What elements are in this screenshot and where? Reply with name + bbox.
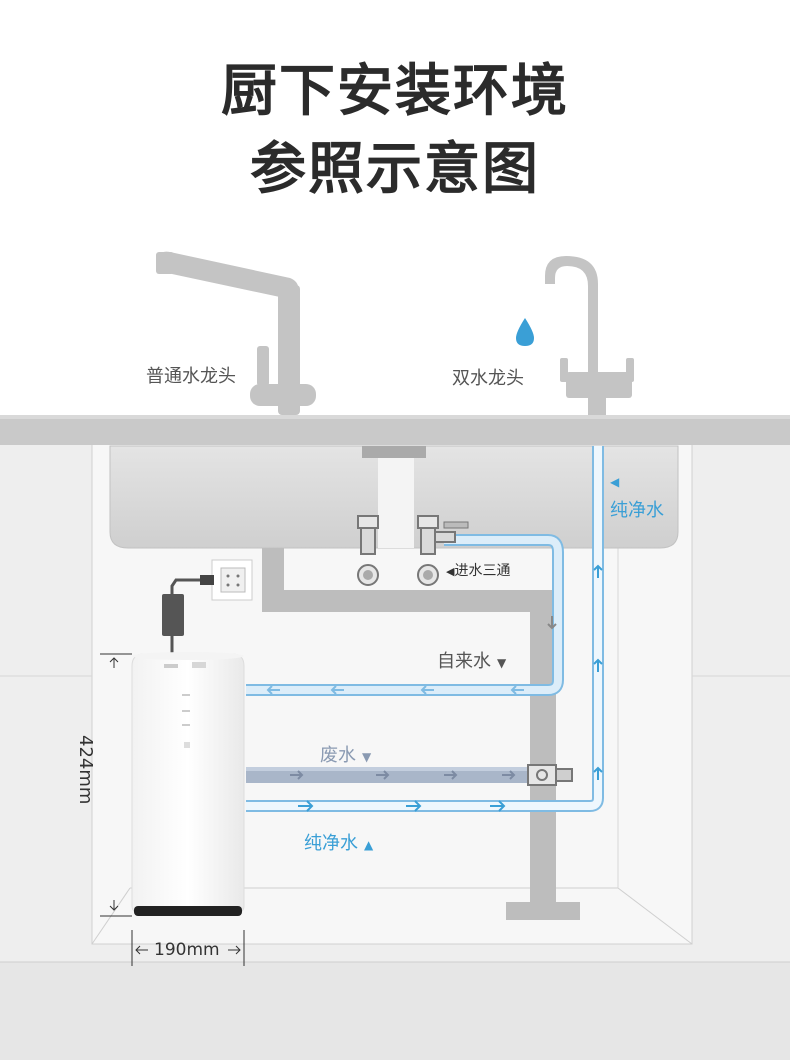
arrow-up-icon — [593, 766, 603, 780]
label-pure-water-top: 纯净水 — [610, 500, 664, 521]
width-dimension: 190mm — [154, 940, 220, 960]
drain-saddle-clamp — [527, 764, 573, 786]
countertop — [0, 415, 790, 445]
label-normal-faucet: 普通水龙头 — [146, 366, 236, 387]
water-drop-icon — [516, 318, 534, 346]
arrow-down-icon — [547, 616, 557, 630]
label-waste-water: 废水▼ — [320, 745, 372, 766]
arrow-right-icon — [502, 770, 516, 780]
arrow-down-icon — [109, 900, 119, 911]
height-dimension: 424mm — [75, 735, 96, 805]
triangle-left-icon: ◀ — [446, 565, 455, 578]
label-tap-water: 自来水▼ — [437, 651, 507, 672]
arrow-left-icon — [510, 685, 524, 695]
sink-divider-top — [362, 446, 426, 458]
arrow-right-icon — [228, 945, 241, 955]
height-dimension-markers — [100, 653, 132, 917]
drain-pipe — [262, 548, 580, 920]
waste-water-flow-arrows — [290, 770, 516, 780]
triangle-down-icon: ▼ — [497, 656, 507, 670]
power-adapter — [162, 594, 184, 636]
title-line-2: 参照示意图 — [250, 137, 540, 202]
triangle-up-icon: ▲ — [364, 838, 374, 852]
tee-valve — [417, 515, 469, 586]
sink-divider — [378, 458, 414, 548]
arrow-up-icon — [593, 658, 603, 672]
arrow-right-icon — [298, 800, 314, 812]
triangle-down-icon: ▼ — [362, 750, 372, 764]
tap-water-flow-arrows — [266, 616, 557, 695]
angle-valve-left — [357, 515, 379, 586]
arrow-up-icon — [593, 564, 603, 578]
label-pure-water-bottom: 纯净水▲ — [304, 833, 374, 854]
dual-faucet — [545, 256, 634, 415]
arrow-right-icon — [406, 800, 422, 812]
arrow-right-icon — [490, 800, 506, 812]
water-purifier-unit — [131, 652, 245, 916]
pure-water-flow-arrows — [298, 564, 603, 812]
label-dual-faucet: 双水龙头 — [452, 368, 524, 389]
normal-faucet — [156, 251, 316, 415]
arrow-right-icon — [290, 770, 304, 780]
triangle-left-icon: ◀ — [610, 475, 620, 489]
floor — [0, 962, 790, 1060]
power-socket — [211, 559, 253, 601]
arrow-up-icon — [109, 657, 119, 668]
arrow-left-icon — [135, 945, 148, 955]
unit-base — [134, 906, 242, 916]
title-line-1: 厨下安装环境 — [221, 59, 569, 124]
arrow-right-icon — [376, 770, 390, 780]
arrow-left-icon — [330, 685, 344, 695]
arrow-right-icon — [444, 770, 458, 780]
label-tee-valve: ◀进水三通 — [446, 563, 511, 579]
arrow-left-icon — [420, 685, 434, 695]
width-dimension-markers — [131, 930, 245, 966]
brand-logo — [164, 664, 178, 668]
arrow-left-icon — [266, 685, 280, 695]
power-cable — [170, 578, 214, 596]
